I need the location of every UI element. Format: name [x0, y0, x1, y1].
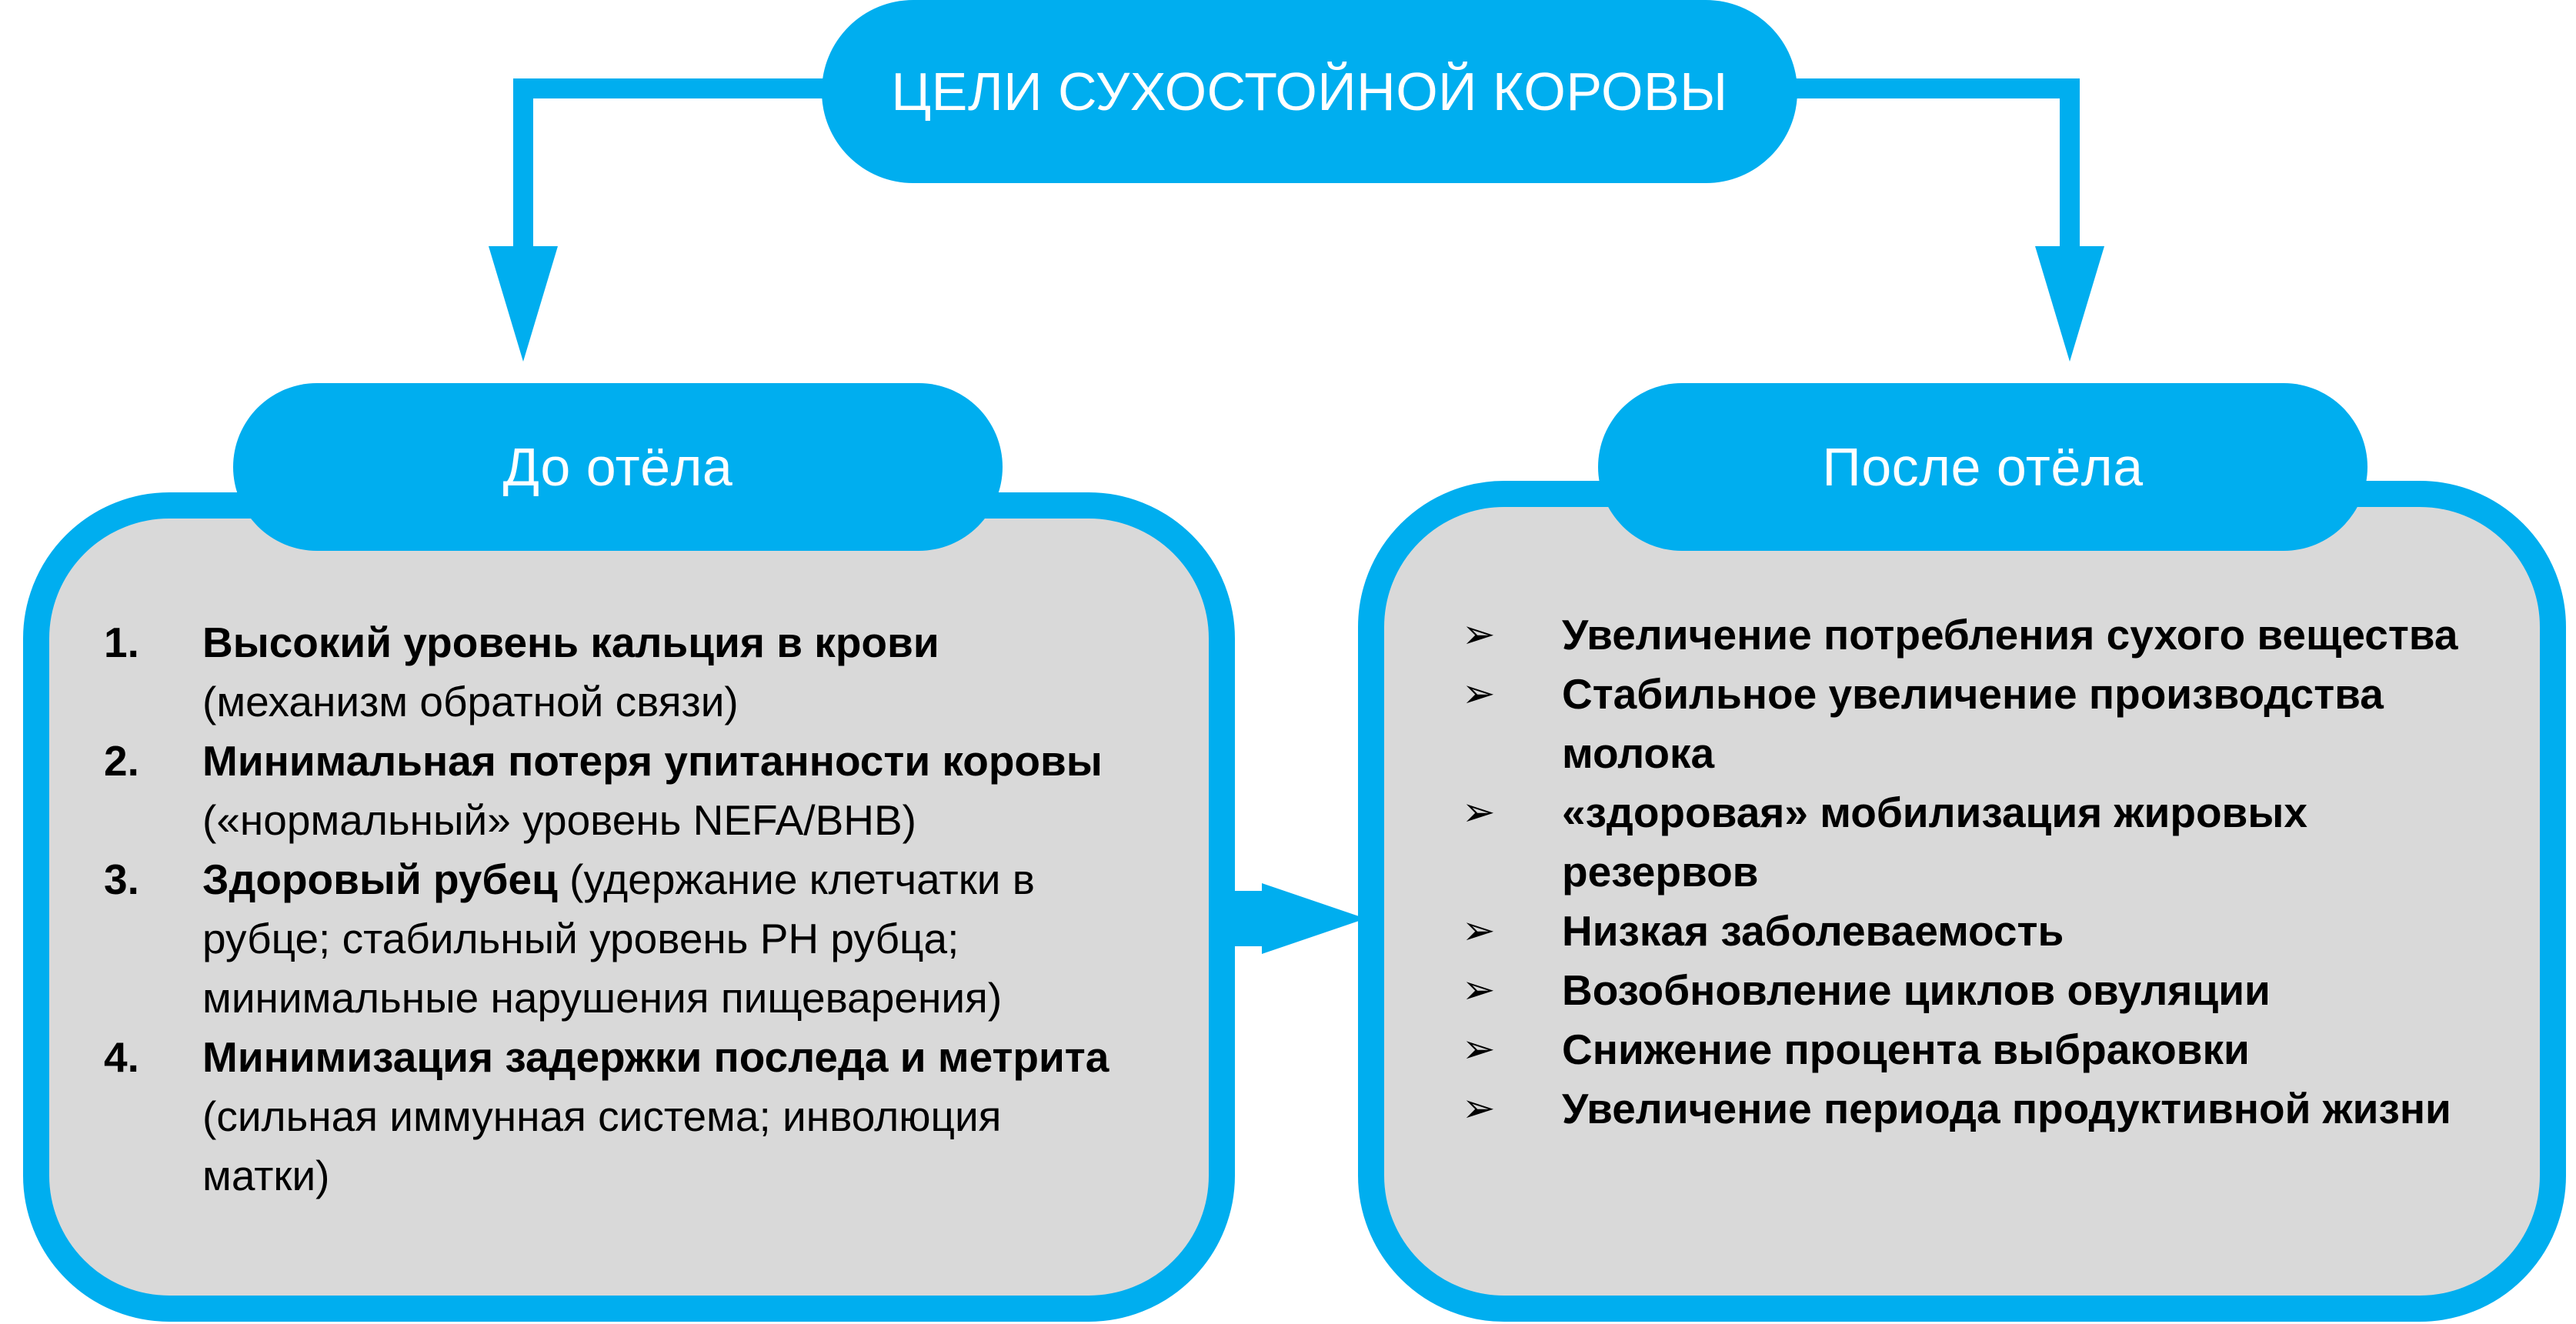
after-calving-box: [1358, 481, 2566, 1322]
list-item: ➢Увеличение периода продуктивной жизни: [1462, 1079, 2508, 1139]
after-calving-header: После отёла: [1598, 383, 2367, 551]
arrow-bullet-icon: ➢: [1462, 968, 1496, 1012]
arrow-bullet-icon: ➢: [1462, 672, 1496, 716]
right-connector-line: [1743, 78, 2080, 250]
arrow-bullet-icon: ➢: [1462, 790, 1496, 835]
list-item: 1. Высокий уровень кальция в крови (меха…: [104, 619, 939, 725]
left-connector-line: [513, 78, 827, 250]
middle-arrowhead: [1262, 883, 1366, 954]
list-item: ➢Низкая заболеваемость: [1462, 902, 2508, 961]
right-arrowhead: [2035, 246, 2104, 362]
arrow-bullet-icon: ➢: [1462, 1086, 1496, 1131]
list-item: ➢Увеличение потребления сухого вещества: [1462, 605, 2508, 665]
list-item: 3. Здоровый рубец (удержание клетчатки в…: [104, 855, 1035, 1022]
arrow-bullet-icon: ➢: [1462, 909, 1496, 953]
title-pill: ЦЕЛИ СУХОСТОЙНОЙ КОРОВЫ: [822, 0, 1797, 183]
left-arrowhead: [489, 246, 558, 362]
list-item: ➢Возобновление циклов овуляции: [1462, 961, 2508, 1020]
before-calving-list: 1. Высокий уровень кальция в крови (меха…: [104, 613, 1126, 1206]
list-item: 2. Минимальная потеря упитанности коровы…: [104, 737, 1103, 844]
before-calving-heading: До отёла: [502, 437, 733, 497]
arrow-bullet-icon: ➢: [1462, 1027, 1496, 1072]
arrow-bullet-icon: ➢: [1462, 612, 1496, 657]
list-item: 4. Минимизация задержки последа и метрит…: [104, 1033, 1109, 1199]
after-calving-heading: После отёла: [1822, 437, 2144, 497]
list-item: ➢Стабильное увеличение производства моло…: [1462, 665, 2508, 783]
page-title: ЦЕЛИ СУХОСТОЙНОЙ КОРОВЫ: [891, 62, 1728, 122]
before-calving-header: До отёла: [233, 383, 1003, 551]
list-item: ➢«здоровая» мобилизация жировых резервов: [1462, 783, 2508, 902]
list-item: ➢Снижение процента выбраковки: [1462, 1020, 2508, 1079]
after-calving-list: ➢Увеличение потребления сухого вещества …: [1462, 605, 2508, 1139]
